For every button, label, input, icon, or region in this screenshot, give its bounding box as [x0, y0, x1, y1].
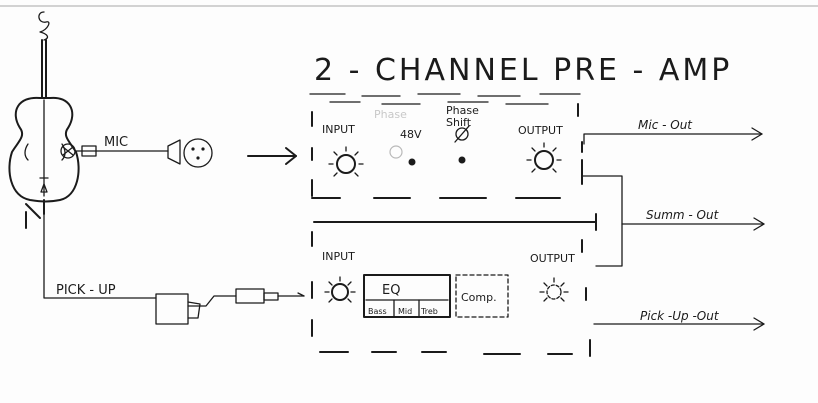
pickup-out-label: Pick -Up -Out: [640, 309, 720, 323]
microphone-icon: [60, 143, 97, 159]
ch1-phantom-led-icon: [389, 145, 403, 159]
ch2-comp-panel: [455, 274, 509, 318]
pickup-cable: [43, 213, 157, 299]
mic-out-line: [583, 127, 763, 145]
ch1-phase-switch-icon[interactable]: [458, 156, 466, 164]
ch2-eq-label: EQ: [382, 283, 400, 298]
ch2-eq-band-bass[interactable]: Bass: [368, 307, 387, 316]
ch2-output-label: OUTPUT: [530, 252, 575, 265]
ch1-phantom-label: 48V: [400, 128, 422, 141]
ch2-eq-band-treb[interactable]: Treb: [420, 307, 438, 316]
ch2-comp-label[interactable]: Comp.: [461, 291, 497, 304]
ch2-input-knob-icon[interactable]: [324, 276, 356, 303]
mic-label: MIC: [104, 135, 128, 150]
summ-out-line: [581, 175, 765, 267]
ch1-input-knob-icon[interactable]: [328, 146, 364, 177]
pickup-out-line: [593, 317, 765, 331]
ch1-phantom-switch-icon[interactable]: [408, 158, 416, 166]
mic-out-label: Mic - Out: [638, 118, 693, 132]
ch2-output-knob-icon[interactable]: [539, 277, 569, 302]
pickup-box-icon: [155, 293, 237, 325]
jack-plug-icon: [235, 288, 305, 304]
xlr-plug-icon: [167, 138, 213, 168]
ch1-output-knob-icon[interactable]: [526, 142, 562, 173]
ch1-input-label: INPUT: [322, 123, 355, 136]
ch1-phase-symbol-icon: [454, 125, 470, 143]
ch2-eq-band-mid[interactable]: Mid: [398, 307, 412, 316]
ch1-phantom-top-label: Phase: [374, 108, 407, 121]
ch1-phase-shift-top-label: Phase: [446, 104, 479, 117]
page-title: 2 - CHANNEL PRE - AMP: [314, 53, 732, 88]
pickup-label: PICK - UP: [56, 283, 116, 298]
ch2-input-label: INPUT: [322, 250, 355, 263]
mic-arrow: [247, 147, 297, 165]
title-underline: [309, 93, 581, 105]
ch1-output-label: OUTPUT: [518, 124, 563, 137]
preamp-outline: [311, 103, 591, 357]
cello-icon: [8, 11, 80, 229]
summ-out-label: Summ - Out: [646, 208, 720, 222]
ch1-phase-shift-bottom-label: Shift: [446, 116, 472, 129]
ch2-eq-panel: [363, 274, 451, 318]
